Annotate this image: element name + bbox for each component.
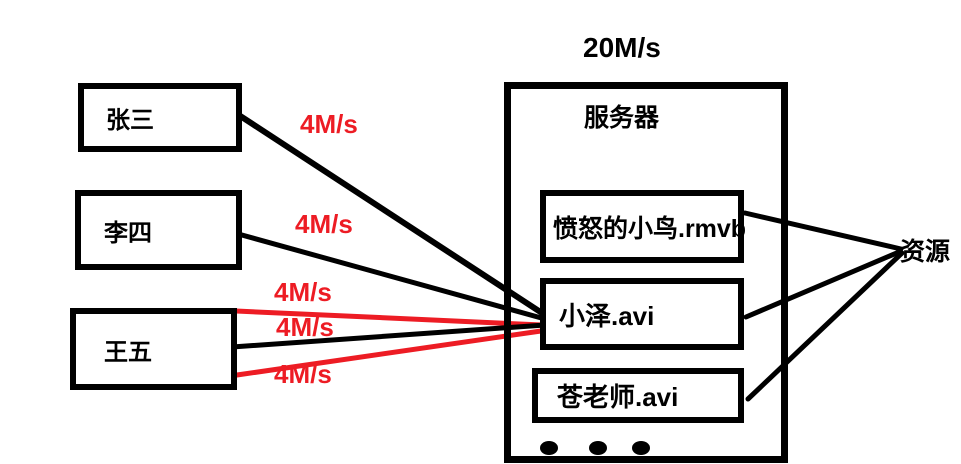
- line-file3-to-resources: [745, 250, 905, 402]
- file-box-angrybirds: 愤怒的小鸟.rmvb: [540, 190, 747, 263]
- line-wangwu-bottom-to-xiaoze: [234, 328, 544, 378]
- file-label-canglaoshi: 苍老师.avi: [557, 382, 679, 412]
- client-label-wangwu: 王五: [104, 338, 152, 366]
- speed-label-zhangsan: 4M/s: [300, 109, 358, 139]
- resources-label: 资源: [900, 238, 951, 266]
- line-wangwu-top-to-xiaoze: [233, 308, 545, 328]
- file-label-xiaoze: 小泽.avi: [559, 300, 655, 331]
- server-title: 服务器: [584, 104, 660, 132]
- client-label-lisi: 李四: [104, 219, 152, 247]
- speed-label-wangwu-top: 4M/s: [274, 277, 332, 307]
- line-wangwu-mid-to-xiaoze: [229, 322, 548, 350]
- client-label-zhangsan: 张三: [106, 107, 154, 134]
- ellipsis-dot-1: [540, 441, 558, 455]
- file-label-angrybirds: 愤怒的小鸟.rmvb: [553, 214, 747, 243]
- line-lisi-to-xiaoze: [228, 229, 548, 322]
- ellipsis-dot-3: [632, 441, 650, 455]
- server-bandwidth-label: 20M/s: [583, 32, 661, 63]
- line-zhangsan-to-xiaoze: [225, 105, 548, 318]
- speed-label-wangwu-bottom: 4M/s: [274, 359, 332, 389]
- client-box-lisi: 李四: [75, 190, 242, 270]
- speed-label-wangwu-mid: 4M/s: [276, 312, 334, 342]
- file-box-xiaoze: 小泽.avi: [540, 278, 744, 350]
- client-box-zhangsan: 张三: [78, 83, 242, 152]
- line-file2-to-resources: [743, 249, 902, 320]
- server-box: [504, 82, 788, 463]
- client-box-wangwu: 王五: [70, 308, 237, 390]
- speed-label-lisi: 4M/s: [295, 209, 353, 239]
- ellipsis-dot-2: [589, 441, 607, 455]
- file-box-canglaoshi: 苍老师.avi: [532, 368, 744, 423]
- line-file1-to-resources: [742, 210, 904, 252]
